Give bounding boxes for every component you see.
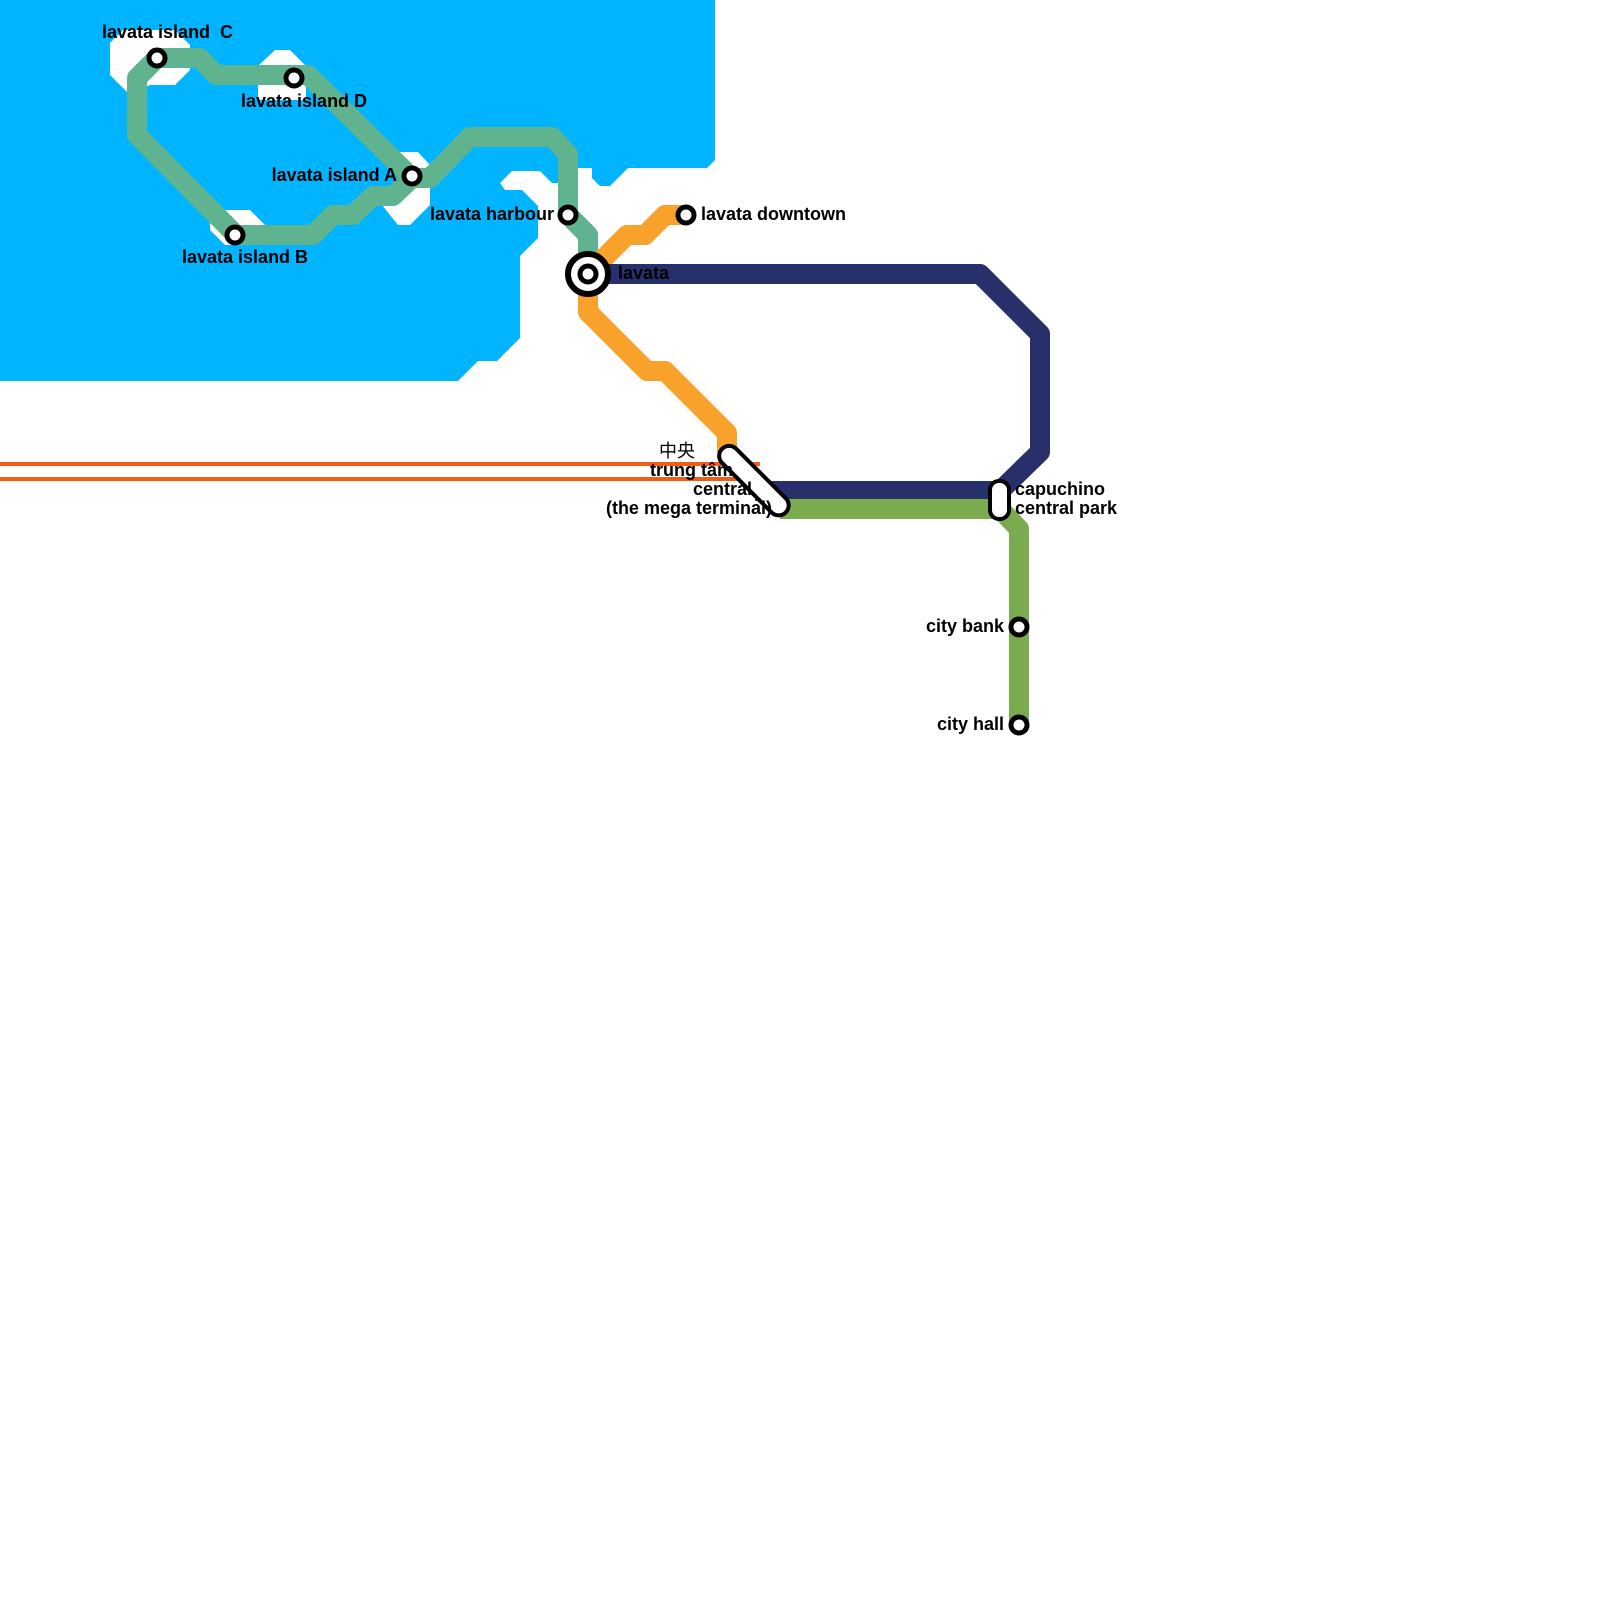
water-body (0, 0, 715, 381)
orange-line (578, 205, 737, 452)
label-capuchino-2: central park (1015, 498, 1118, 518)
label-central-en: central (693, 479, 752, 499)
label-island-c: lavata island C (102, 22, 233, 42)
navy-line (588, 264, 1050, 501)
label-city-hall: city hall (937, 714, 1004, 734)
label-island-d: lavata island D (241, 91, 367, 111)
label-central-vi: trung tâm (650, 460, 733, 480)
label-island-b: lavata island B (182, 247, 308, 267)
label-capuchino-1: capuchino (1015, 479, 1105, 499)
label-city-bank: city bank (926, 616, 1005, 636)
station-city-bank[interactable] (1008, 616, 1030, 638)
station-harbour[interactable] (557, 204, 579, 226)
station-capuchino[interactable] (988, 479, 1011, 521)
station-island-a[interactable] (401, 165, 423, 187)
station-island-d[interactable] (283, 67, 305, 89)
station-central[interactable] (715, 442, 793, 520)
station-downtown[interactable] (675, 204, 697, 226)
label-harbour: lavata harbour (430, 204, 554, 224)
label-lavata: lavata (618, 263, 670, 283)
station-lavata[interactable] (565, 251, 611, 297)
label-central-cjk: 中央 (659, 441, 695, 462)
label-downtown: lavata downtown (701, 204, 846, 224)
station-island-b[interactable] (224, 224, 246, 246)
station-city-hall[interactable] (1008, 714, 1030, 736)
station-island-c[interactable] (146, 47, 168, 69)
label-central-sub: (the mega terminal) (606, 498, 772, 518)
island-line-loop (127, 50, 419, 245)
rail-line (0, 462, 760, 481)
label-island-a: lavata island A (272, 165, 397, 185)
